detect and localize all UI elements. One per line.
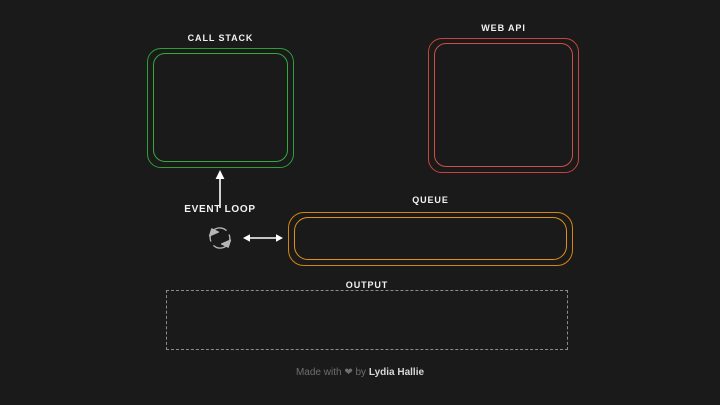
queue-inner-border (294, 217, 567, 260)
heart-icon: ❤ (344, 367, 353, 378)
web-api-inner-border (434, 43, 573, 167)
web-api-label: WEB API (481, 23, 526, 33)
web-api-panel[interactable] (428, 38, 579, 173)
queue-outer-border (288, 212, 573, 266)
output-panel[interactable] (166, 290, 568, 350)
footer-prefix: Made with (295, 367, 342, 378)
loop-arrows-icon (208, 227, 232, 249)
arrow-left-right-icon (243, 234, 283, 242)
arrow-up-icon (215, 170, 225, 208)
call-stack-panel[interactable] (147, 48, 294, 168)
queue-panel[interactable] (288, 212, 573, 266)
call-stack-label: CALL STACK (187, 33, 254, 43)
event-loop-label: EVENT LOOP (184, 204, 256, 215)
footer-by: by (355, 367, 367, 378)
footer-author[interactable]: Lydia Hallie (368, 367, 425, 378)
call-stack-inner-border (153, 53, 288, 162)
queue-label: QUEUE (412, 195, 449, 205)
footer-credit: Made with ❤ by Lydia Hallie (0, 366, 720, 380)
call-stack-outer-border (147, 48, 294, 168)
output-label: OUTPUT (345, 280, 389, 290)
web-api-outer-border (428, 38, 579, 173)
